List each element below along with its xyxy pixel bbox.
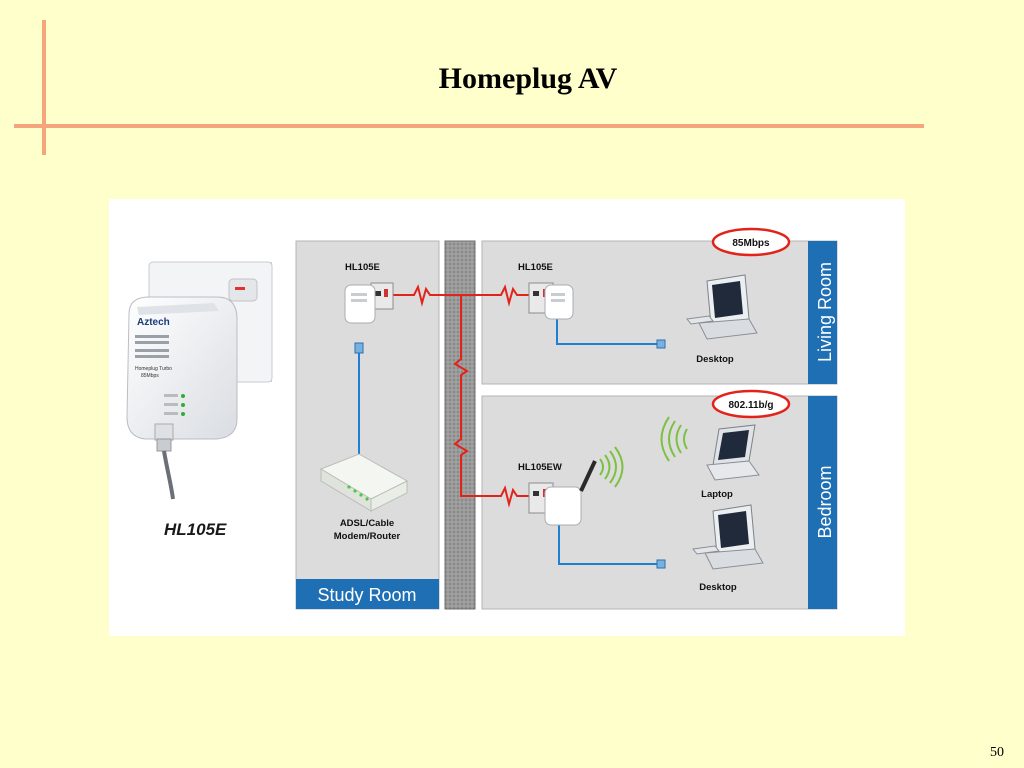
- title-rule-horizontal: [14, 124, 924, 128]
- study-adapter: HL105E: [344, 262, 394, 354]
- bedroom-desktop-label: Desktop: [699, 582, 737, 593]
- living-desktop-label: Desktop: [696, 354, 734, 365]
- bedroom-label: Bedroom: [815, 465, 835, 538]
- device-brand: Aztech: [137, 317, 170, 328]
- study-room-panel: Study Room: [295, 240, 440, 610]
- slide-title: Homeplug AV: [438, 62, 618, 95]
- laptop: Laptop: [660, 416, 760, 500]
- laptop-label: Laptop: [701, 489, 733, 500]
- bedroom-desktop: Desktop: [656, 504, 764, 593]
- page-number: 50: [990, 745, 1004, 760]
- powerline-wiring: [386, 284, 529, 508]
- ethernet-cables: [358, 317, 659, 565]
- device-subtitle-1: Homeplug Turbo: [135, 366, 172, 372]
- device-subtitle-2: 85Mbps: [141, 373, 159, 379]
- speed-badge: 85Mbps: [711, 227, 791, 257]
- title-rule-vertical: [42, 20, 46, 155]
- homeplug-network-diagram: Aztech Homeplug Turbo 85Mbps HL105E Stud…: [109, 199, 905, 636]
- wifi-badge-text: 802.11b/g: [728, 400, 773, 411]
- speed-badge-text: 85Mbps: [732, 238, 770, 249]
- living-adapter: HL105E: [518, 262, 574, 320]
- device-photo: Aztech Homeplug Turbo 85Mbps HL105E: [126, 261, 273, 539]
- device-label: HL105E: [164, 520, 227, 539]
- living-desktop: Desktop: [656, 274, 758, 365]
- living-adapter-label: HL105E: [518, 262, 553, 273]
- living-room-label: Living Room: [815, 262, 835, 362]
- modem-router: ADSL/Cable Modem/Router: [319, 453, 409, 542]
- modem-label: ADSL/Cable: [340, 518, 394, 529]
- study-room-label: Study Room: [317, 585, 416, 605]
- study-adapter-label: HL105E: [345, 262, 380, 273]
- modem-label-line2: Modem/Router: [334, 531, 401, 542]
- bedroom-adapter: HL105EW: [518, 446, 624, 526]
- bedroom-adapter-label: HL105EW: [518, 462, 562, 473]
- wifi-badge: 802.11b/g: [711, 389, 791, 419]
